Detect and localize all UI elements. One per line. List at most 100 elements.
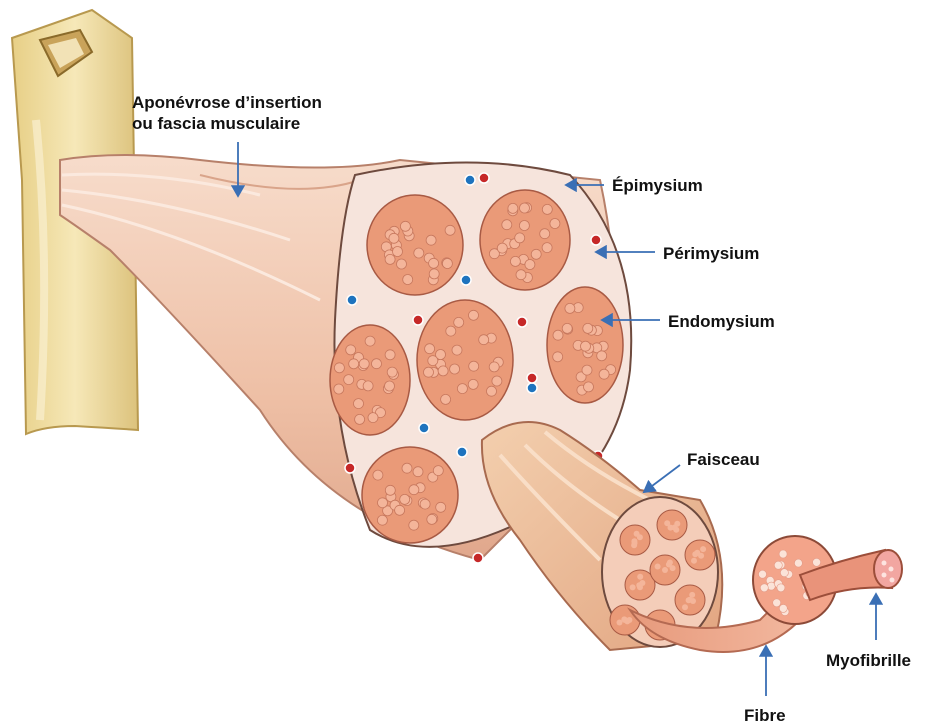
bundle-fiber bbox=[675, 585, 705, 615]
fiber bbox=[427, 514, 437, 524]
label-faisceau: Faisceau bbox=[687, 449, 760, 470]
label-myofibrille: Myofibrille bbox=[826, 650, 911, 671]
fiber bbox=[334, 363, 344, 373]
vein-icon bbox=[465, 175, 475, 185]
vein-icon bbox=[461, 275, 471, 285]
fiber bbox=[400, 494, 410, 504]
fiber bbox=[433, 466, 443, 476]
fiber bbox=[553, 330, 563, 340]
myofibril-dot bbox=[759, 570, 767, 578]
fiber bbox=[359, 359, 369, 369]
fiber bbox=[414, 248, 424, 258]
fiber bbox=[450, 364, 460, 374]
fiber bbox=[397, 259, 407, 269]
artery-icon bbox=[517, 317, 527, 327]
bundle-fiber bbox=[657, 510, 687, 540]
label-endomysium: Endomysium bbox=[668, 311, 775, 332]
label-aponevrose-line2: ou fascia musculaire bbox=[132, 113, 322, 134]
myofibril-dot bbox=[779, 604, 787, 612]
fiber bbox=[469, 361, 479, 371]
fascicle bbox=[362, 447, 458, 543]
artery-icon bbox=[479, 173, 489, 183]
fiber bbox=[519, 221, 529, 231]
myofibril-dot bbox=[777, 584, 785, 592]
fiber bbox=[385, 485, 395, 495]
fiber bbox=[452, 345, 462, 355]
fiber bbox=[402, 463, 412, 473]
fiber bbox=[565, 303, 575, 313]
fiber bbox=[346, 345, 356, 355]
fiber bbox=[393, 247, 403, 257]
fiber bbox=[584, 382, 594, 392]
fiber bbox=[424, 367, 434, 377]
fiber bbox=[403, 275, 413, 285]
fiber bbox=[409, 485, 419, 495]
fiber bbox=[479, 335, 489, 345]
myofibril-dot bbox=[779, 550, 787, 558]
fiber bbox=[344, 375, 354, 385]
artery-icon bbox=[345, 463, 355, 473]
fiber bbox=[389, 233, 399, 243]
vein-icon bbox=[419, 423, 429, 433]
bundle-fiber bbox=[610, 605, 640, 635]
fiber bbox=[516, 270, 526, 280]
fiber bbox=[597, 351, 607, 361]
fiber bbox=[515, 233, 525, 243]
fiber bbox=[413, 467, 423, 477]
fiber bbox=[438, 366, 448, 376]
fiber bbox=[395, 505, 405, 515]
fiber bbox=[492, 376, 502, 386]
myofibril-dot bbox=[774, 561, 782, 569]
myofibril-dot bbox=[767, 582, 775, 590]
fiber bbox=[385, 254, 395, 264]
artery-icon bbox=[527, 373, 537, 383]
fiber bbox=[445, 225, 455, 235]
artery-icon bbox=[591, 235, 601, 245]
fiber bbox=[520, 203, 530, 213]
fiber bbox=[542, 243, 552, 253]
fiber bbox=[373, 470, 383, 480]
bundle-fiber bbox=[620, 525, 650, 555]
fascicle bbox=[547, 287, 623, 403]
fiber bbox=[487, 386, 497, 396]
fiber bbox=[436, 502, 446, 512]
fiber bbox=[429, 258, 439, 268]
fiber bbox=[365, 336, 375, 346]
fiber bbox=[377, 515, 387, 525]
fiber bbox=[510, 256, 520, 266]
fiber bbox=[468, 379, 478, 389]
fiber bbox=[489, 362, 499, 372]
fascicle bbox=[330, 325, 410, 435]
fiber bbox=[540, 229, 550, 239]
fiber bbox=[363, 381, 373, 391]
fiber bbox=[429, 269, 439, 279]
fiber bbox=[409, 520, 419, 530]
fiber bbox=[599, 369, 609, 379]
myofibril-dot bbox=[773, 599, 781, 607]
fiber bbox=[368, 413, 378, 423]
bundle-fiber bbox=[685, 540, 715, 570]
artery-icon bbox=[413, 315, 423, 325]
fascicle bbox=[480, 190, 570, 290]
label-aponevrose: Aponévrose d’insertion ou fascia muscula… bbox=[132, 92, 322, 134]
fiber bbox=[349, 359, 359, 369]
fiber bbox=[457, 384, 467, 394]
fiber bbox=[469, 310, 479, 320]
myofibril-dot bbox=[813, 558, 821, 566]
fiber bbox=[420, 499, 430, 509]
fiber bbox=[550, 219, 560, 229]
fiber bbox=[542, 204, 552, 214]
artery-icon bbox=[473, 553, 483, 563]
fiber bbox=[400, 221, 410, 231]
label-perimysium: Périmysium bbox=[663, 243, 759, 264]
fiber bbox=[454, 317, 464, 327]
fiber bbox=[387, 367, 397, 377]
fiber bbox=[378, 498, 388, 508]
vein-icon bbox=[347, 295, 357, 305]
fiber bbox=[562, 323, 572, 333]
label-epimysium: Épimysium bbox=[612, 175, 703, 196]
fiber bbox=[553, 352, 563, 362]
fiber bbox=[581, 341, 591, 351]
myofibril-dot bbox=[780, 569, 788, 577]
